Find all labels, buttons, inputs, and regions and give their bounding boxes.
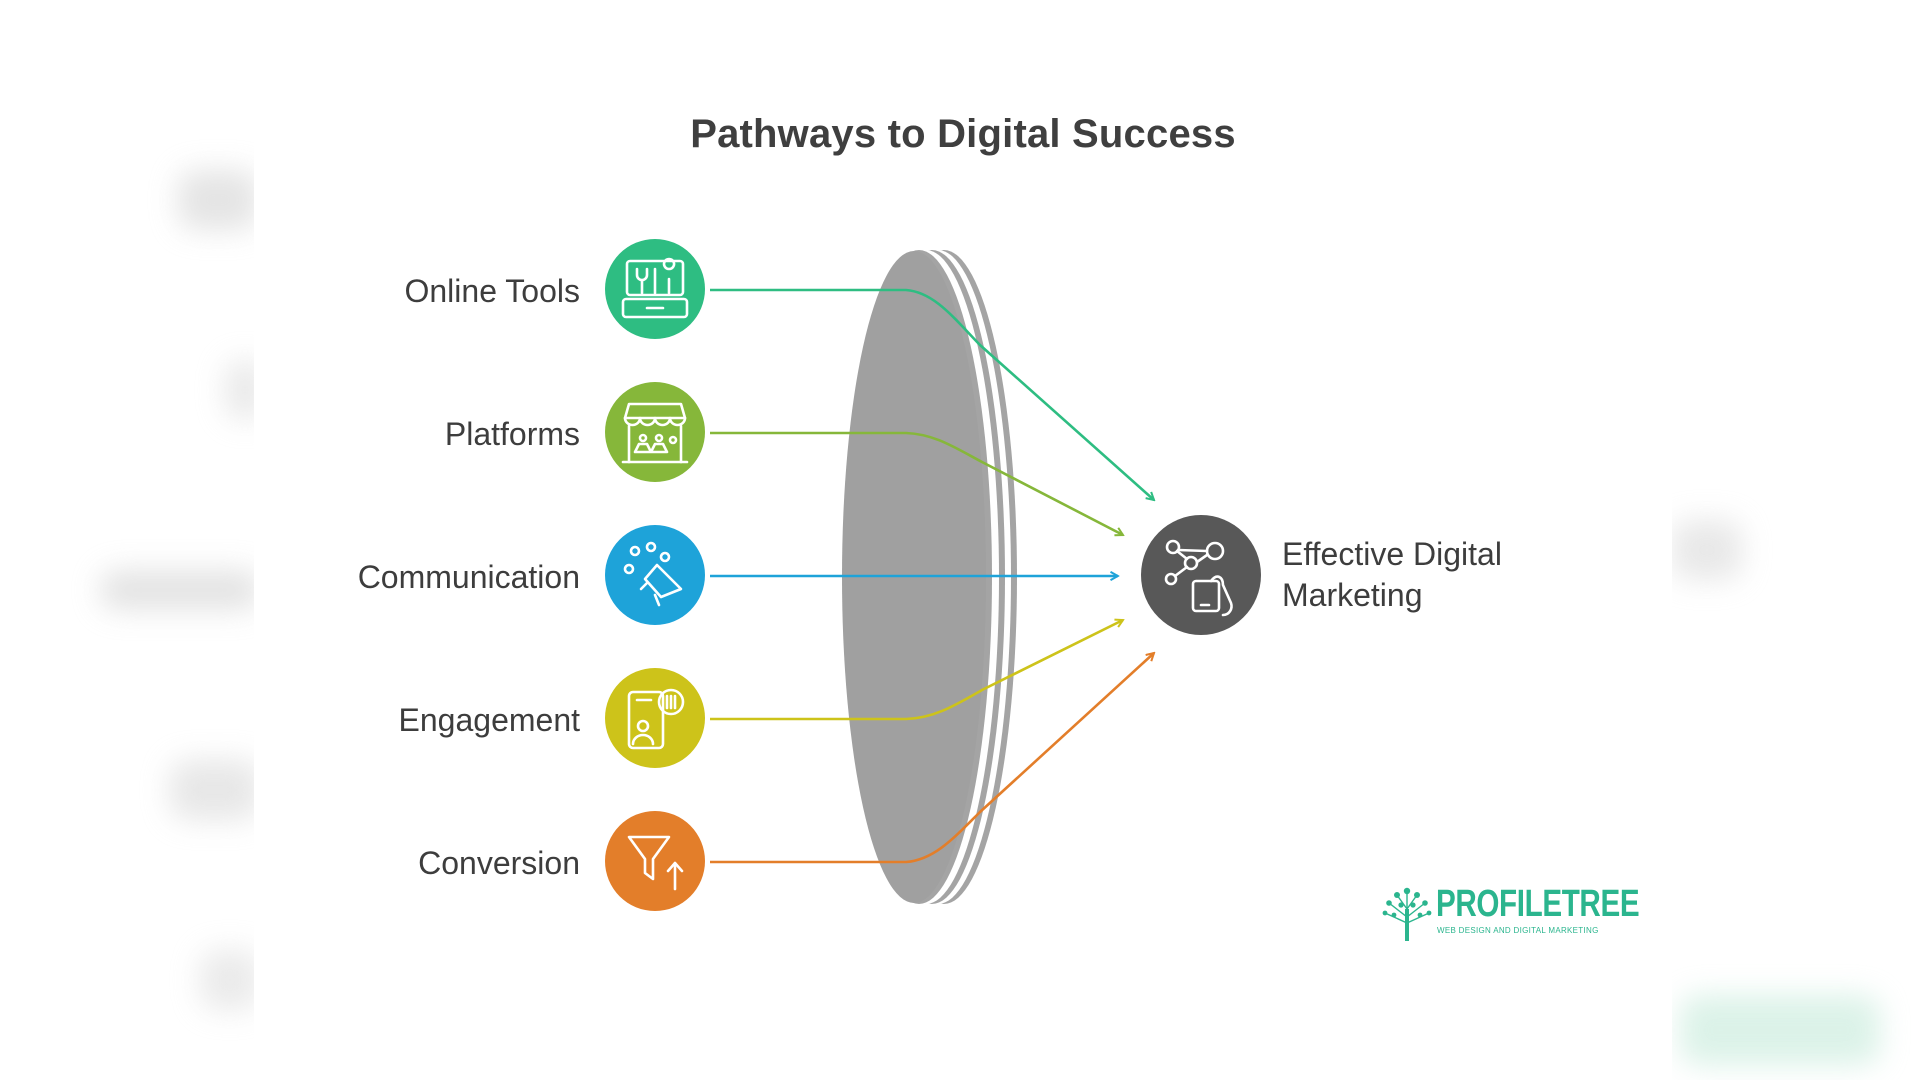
background-blur — [1680, 995, 1880, 1065]
logo-name: PROFILETREE — [1436, 883, 1640, 925]
connector-platforms — [710, 431, 1123, 535]
input-label-platforms: Platforms — [444, 416, 580, 452]
result-label: Effective Digital Marketing — [1282, 534, 1502, 616]
toolbox-icon — [605, 239, 705, 339]
page-title: Pathways to Digital Success — [690, 112, 1236, 156]
background-blur — [1672, 520, 1742, 580]
background-blur — [178, 170, 258, 230]
input-label-online-tools: Online Tools — [404, 273, 580, 309]
connector-online-tools — [710, 288, 1154, 500]
input-label-engagement: Engagement — [398, 702, 580, 738]
profiletree-logo: PROFILETREE WEB DESIGN AND DIGITAL MARKE… — [1380, 883, 1640, 943]
background-blur — [200, 950, 260, 1010]
connector-engagement — [710, 620, 1123, 721]
storefront-icon — [605, 382, 705, 482]
diagram-graphic — [605, 239, 1261, 911]
logo-tagline: WEB DESIGN AND DIGITAL MARKETING — [1437, 926, 1599, 935]
tree-icon — [1382, 887, 1432, 941]
result-label-line2: Marketing — [1282, 577, 1423, 613]
input-label-communication: Communication — [357, 559, 580, 595]
background-blur — [170, 760, 260, 820]
input-label-conversion: Conversion — [418, 845, 580, 881]
connector-conversion — [710, 653, 1154, 864]
megaphone-icon — [605, 525, 705, 625]
network-hand-icon — [1141, 515, 1261, 635]
background-blur — [100, 570, 260, 610]
funnel-icon — [605, 811, 705, 911]
diagram-canvas: Pathways to Digital Success Online Tools… — [254, 0, 1672, 1080]
result-label-line1: Effective Digital — [1282, 536, 1502, 572]
mobile-engagement-icon — [605, 668, 705, 768]
